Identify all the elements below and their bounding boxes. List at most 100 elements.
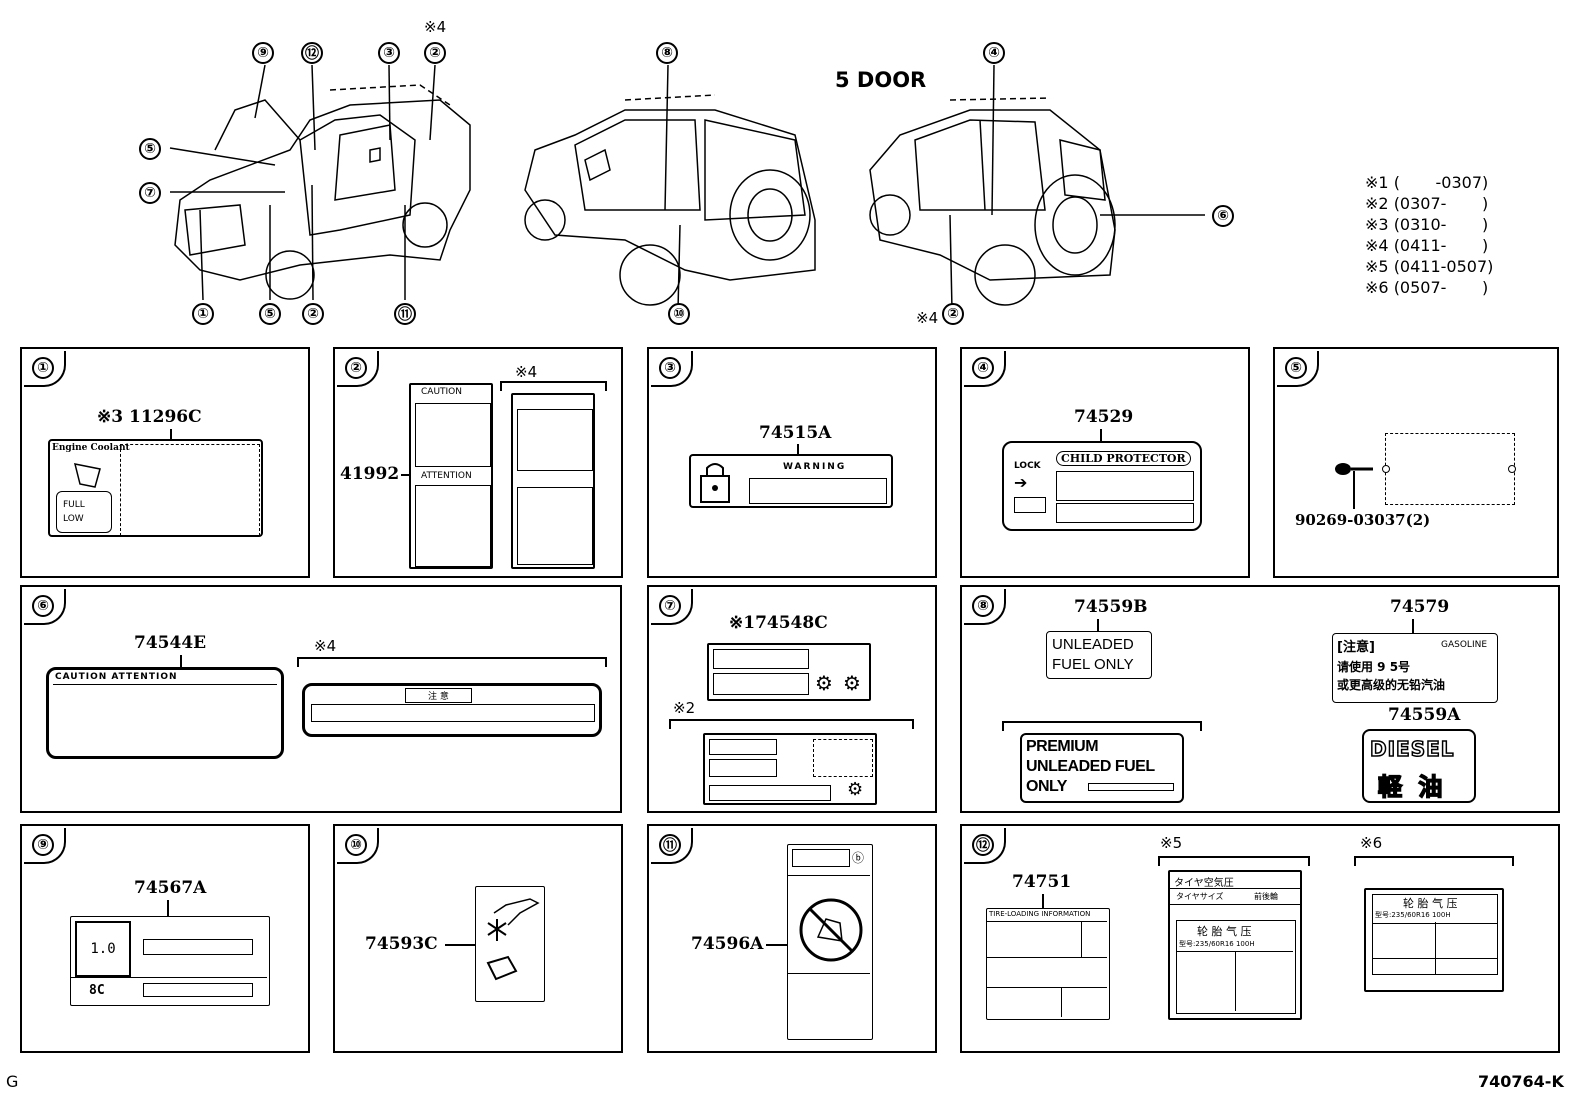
callout-9: ⑨	[252, 42, 274, 64]
panel-2: ② 41992 CAUTION ATTENTION ※4	[333, 347, 623, 578]
note-2: ※2	[673, 699, 696, 717]
child-protector-label: CHILD PROTECTOR LOCK ➔	[1002, 441, 1202, 531]
panel-number: ⑪	[659, 834, 681, 856]
panel-11: ⑪ 74596A ⓑ	[647, 824, 937, 1053]
premium-line: UNLEADED FUEL	[1026, 758, 1155, 775]
diesel-text: DIESEL	[1369, 736, 1455, 762]
tire-spec: 型号:235/60R16 100H	[1375, 911, 1451, 919]
fan-icon: ⚙	[815, 671, 833, 695]
caution-attention-text: CAUTION ATTENTION	[55, 672, 178, 682]
warning-text: WARNING	[783, 462, 847, 472]
label-outline	[1382, 433, 1516, 505]
panel-number: ⑩	[345, 834, 367, 856]
panel-number: ②	[345, 357, 367, 379]
unleaded-label: UNLEADED FUEL ONLY	[1046, 631, 1152, 679]
hand-label	[475, 886, 545, 1002]
panel-number: ①	[32, 357, 54, 379]
part-number: ※3 11296C	[97, 407, 202, 427]
ac-value-2: 8C	[89, 983, 105, 998]
footer-code: G	[6, 1072, 19, 1091]
panel-number: ⑧	[972, 595, 994, 617]
warning-label: WARNING	[689, 454, 893, 508]
premium-line: ONLY	[1026, 778, 1067, 795]
callout-5: ⑤	[259, 303, 281, 325]
callout-11: ⑪	[394, 303, 416, 325]
callout-2: ②	[424, 42, 446, 64]
reservoir-icon: FULL LOW	[56, 491, 112, 533]
attention-text: ATTENTION	[421, 471, 472, 481]
tire-size-jp: タイヤサイズ	[1176, 892, 1224, 901]
fan-icon: ⚙	[843, 671, 861, 695]
legend-row: ※3 (0310- )	[1365, 215, 1489, 234]
panel-number: ⑨	[32, 834, 54, 856]
premium-line: PREMIUM	[1026, 738, 1099, 755]
legend-row: ※4 (0411- )	[1365, 236, 1489, 255]
tire-pressure-jp-title: タイヤ空気圧	[1174, 878, 1234, 889]
legend-row: ※1 ( -0307)	[1365, 173, 1489, 192]
panel-4: ④ 74529 CHILD PROTECTOR LOCK ➔	[960, 347, 1250, 578]
coolant-label: Engine Coolant FULL LOW	[48, 439, 263, 537]
caution-attention-label: CAUTION ATTENTION	[46, 667, 284, 759]
panel-number: ④	[972, 357, 994, 379]
panel-number: ⑦	[659, 595, 681, 617]
part-number: 74567A	[134, 878, 207, 898]
engine-label-new: ⚙	[703, 733, 877, 805]
callout-2: ②	[942, 303, 964, 325]
panel-7: ⑦ ※174548C ⚙ ⚙ ※2 ⚙	[647, 585, 937, 813]
lock-icon	[700, 463, 730, 503]
panel-6: ⑥ 74544E CAUTION ATTENTION ※4 注 意	[20, 585, 622, 813]
tire-pressure-jp-label: タイヤ空気圧 タイヤサイズ 前後輪 轮 胎 气 压 型号:235/60R16 1…	[1168, 870, 1302, 1020]
drawing-number: 740764-K	[1478, 1072, 1564, 1091]
panel-12: ⑫ 74751 TIRE-LOADING INFORMATION ※5 タイヤ空…	[960, 824, 1560, 1053]
note-4: ※4	[314, 637, 337, 655]
gasoline-text: GASOLINE	[1441, 640, 1488, 650]
cn-line: 请使用 9 5号	[1337, 660, 1411, 674]
child-protector-title: CHILD PROTECTOR	[1056, 451, 1191, 466]
unleaded-line: FUEL ONLY	[1052, 656, 1134, 673]
panel-number: ③	[659, 357, 681, 379]
cn-caution-label	[511, 393, 595, 569]
legend-row: ※6 (0507- )	[1365, 278, 1489, 297]
part-number: 74596A	[691, 934, 764, 954]
callout-7: ⑦	[139, 182, 161, 204]
coolant-label-title: Engine Coolant	[52, 443, 130, 453]
child-seat-icon: ⓑ	[852, 851, 865, 865]
tire-pressure-cn-title: 轮 胎 气 压	[1197, 925, 1252, 938]
caution-label: CAUTION ATTENTION	[409, 383, 493, 569]
tire-pressure-cn-label: 轮 胎 气 压 型号:235/60R16 100H	[1364, 888, 1504, 992]
diagram-title: 5 DOOR	[835, 68, 927, 92]
callout-4: ④	[983, 42, 1005, 64]
callout-note-4: ※4	[916, 309, 939, 327]
part-number: 41992	[340, 464, 400, 484]
note-5: ※5	[1160, 834, 1183, 852]
panel-3: ③ 74515A WARNING	[647, 347, 937, 578]
cn-caution-label: 注 意	[302, 683, 602, 737]
callout-5: ⑤	[139, 138, 161, 160]
engine-label-old: ⚙ ⚙	[707, 643, 871, 701]
part-number: 74593C	[365, 934, 438, 954]
part-number: 74529	[1074, 407, 1134, 427]
part-number: 74559A	[1388, 705, 1461, 725]
panel-9: ⑨ 74567A 1.0 8C	[20, 824, 310, 1053]
vehicle-rear-right-drawing	[869, 64, 1205, 311]
note-4: ※4	[515, 363, 538, 381]
callout-3: ③	[378, 42, 400, 64]
fan-icon: ⚙	[847, 779, 864, 800]
tire-loading-text: TIRE-LOADING INFORMATION	[989, 910, 1091, 918]
diesel-label: DIESEL 軽 油	[1362, 729, 1476, 803]
ac-label: 1.0 8C	[70, 916, 270, 1006]
callout-1: ①	[192, 303, 214, 325]
part-number: 74559B	[1074, 597, 1148, 617]
tire-front-jp: 前後輪	[1254, 892, 1278, 901]
ac-value-1: 1.0	[75, 921, 131, 977]
arrow-right-icon: ➔	[1014, 473, 1028, 492]
callout-note-4: ※4	[424, 18, 447, 36]
lock-text: LOCK	[1014, 461, 1041, 471]
panel-10: ⑩ 74593C	[333, 824, 623, 1053]
panel-5: ⑤ 90269-03037(2)	[1273, 347, 1559, 578]
legend: ※1 ( -0307) ※2 (0307- ) ※3 (0310- ) ※4 (…	[1365, 172, 1493, 298]
rivet-icon	[1335, 463, 1373, 475]
panel-8: ⑧ 74559B UNLEADED FUEL ONLY PREMIUM UNLE…	[960, 585, 1560, 813]
note-6: ※6	[1360, 834, 1383, 852]
tire-spec: 型号:235/60R16 100H	[1179, 940, 1255, 948]
